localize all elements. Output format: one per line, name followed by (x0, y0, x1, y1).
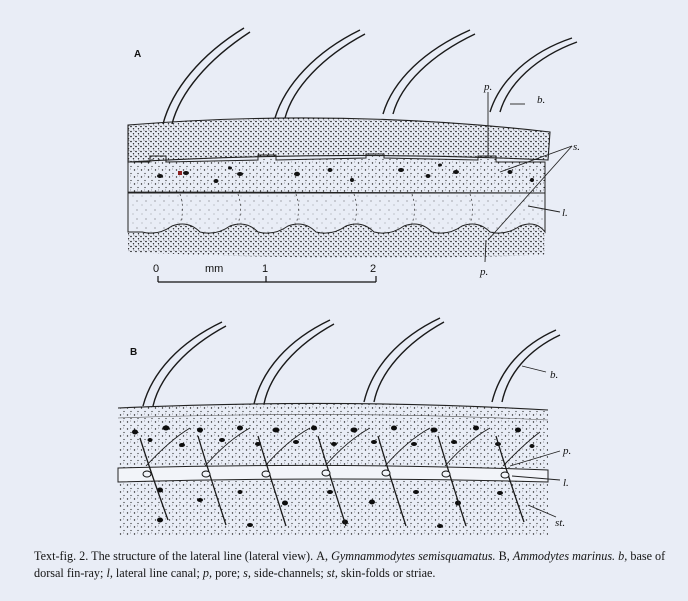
skin-band-a (128, 118, 550, 162)
label-a-pore-top: p. (483, 81, 492, 93)
caption-b-species: Ammodytes marinus. (513, 549, 615, 563)
caption-a-species: Gymnammodytes semisquamatus. (331, 549, 496, 563)
caption-l-abbr: l, (106, 566, 112, 580)
caption-b-letter: B, (499, 549, 510, 563)
caption-b-abbr: b, (618, 549, 627, 563)
caption-st-def: skin-folds or striae. (341, 566, 435, 580)
panel-a-letter: A (134, 49, 141, 60)
scale-one: 1 (262, 263, 268, 275)
panel-b-letter: B (130, 347, 137, 358)
scale-two: 2 (370, 263, 376, 275)
caption-p-abbr: p, (203, 566, 212, 580)
fin-rays-a (163, 28, 577, 124)
label-a-pore-bottom: p. (479, 266, 488, 278)
caption-p-def: pore; (215, 566, 240, 580)
caption-a-letter: A, (316, 549, 328, 563)
scale-zero: 0 (153, 263, 159, 275)
panel-b: B (118, 318, 571, 535)
panel-a: A (128, 28, 580, 282)
caption-lead: Text-fig. 2. The structure of the latera… (34, 549, 313, 563)
fin-rays-b (143, 318, 560, 406)
label-b-base: b. (550, 369, 558, 381)
caption-st-abbr: st, (327, 566, 338, 580)
label-b-pore: p. (562, 445, 571, 457)
scale-bar: 0 mm 1 2 (153, 263, 376, 282)
caption-s-def: side-channels; (254, 566, 324, 580)
label-a-side: s. (573, 141, 580, 153)
scale-unit: mm (205, 263, 223, 275)
caption-l-def: lateral line canal; (116, 566, 200, 580)
label-b-striae: st. (555, 517, 565, 529)
myotome-band-a (128, 154, 545, 193)
figure-caption: Text-fig. 2. The structure of the latera… (34, 548, 674, 582)
label-a-canal: l. (562, 207, 568, 219)
label-b-canal: l. (563, 477, 569, 489)
figure-drawing: A (0, 0, 688, 545)
label-a-base: b. (537, 94, 545, 106)
caption-s-abbr: s, (243, 566, 251, 580)
